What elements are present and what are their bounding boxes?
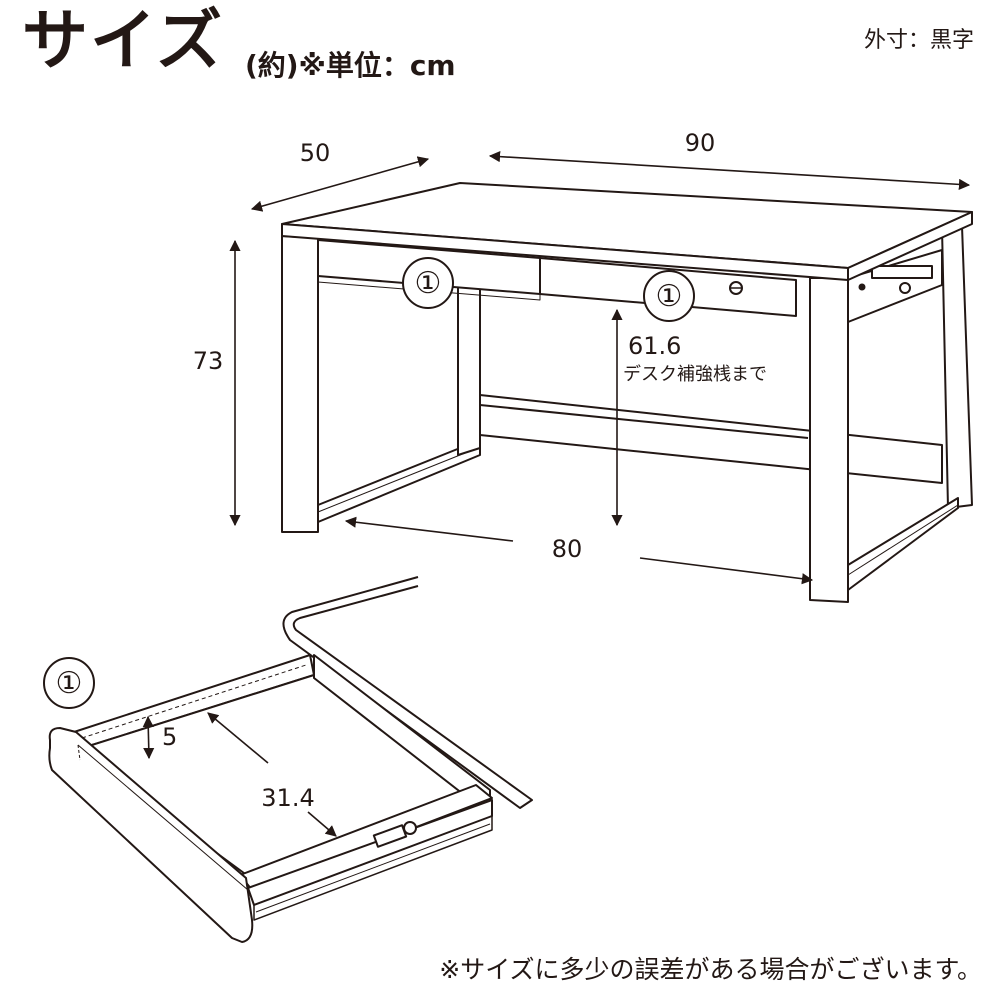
- inner-width-line-right: [639, 557, 814, 585]
- width-dimension-line: [488, 151, 971, 190]
- under-height-label: 61.6: [628, 332, 681, 360]
- drawer-depth-label: 5: [162, 723, 177, 751]
- svg-text:①: ①: [656, 279, 683, 314]
- legend-note: 外寸：黒字: [863, 28, 974, 53]
- drawer-inner-line-top: [207, 712, 269, 764]
- depth-label: 50: [300, 139, 331, 167]
- drawer-depth-line: [142, 715, 155, 760]
- under-height-note: デスク補強桟まで: [623, 364, 767, 385]
- depth-dimension-line: [250, 156, 430, 212]
- dimension-lines: [229, 151, 971, 585]
- desk-illustration: [281, 182, 973, 603]
- svg-text:①: ①: [56, 666, 83, 701]
- height-label: 73: [193, 347, 224, 375]
- error-disclaimer: ※サイズに多少の誤差がある場合がございます。: [439, 955, 982, 984]
- svg-text:①: ①: [415, 266, 442, 301]
- drawer-detail-marker: ①: [43, 657, 95, 709]
- drawer-inner-line-bottom: [307, 811, 337, 837]
- drawer-dimension-lines: [142, 712, 337, 837]
- unit-note: (約)※単位：cm: [245, 49, 456, 82]
- drawer-inner-label: 31.4: [261, 784, 314, 812]
- inner-width-line-left: [344, 516, 514, 542]
- page-title: サイズ: [22, 2, 225, 79]
- width-label: 90: [685, 129, 716, 157]
- drawer-marker-left: ①: [402, 257, 454, 309]
- drawer-illustration: [48, 576, 533, 943]
- drawer-marker-right: ①: [643, 270, 695, 322]
- inner-width-label: 80: [552, 535, 583, 563]
